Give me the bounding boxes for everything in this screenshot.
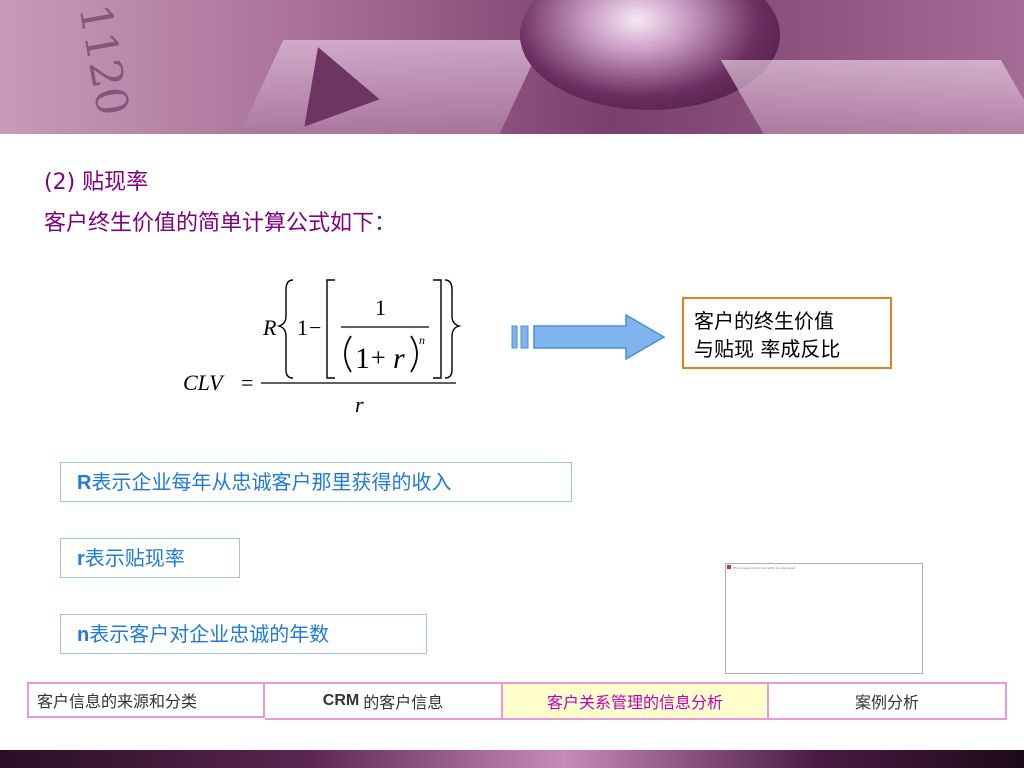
definition-text: 表示企业每年从忠诚客户那里获得的收入 [91,470,452,494]
nav-tab-crm-label: CRM [322,692,360,709]
conclusion-line-2: 与贴现 率成反比 [694,337,841,361]
nav-tab-info-analysis-active[interactable]: 客户关系管理的信息分析 [503,682,769,720]
conclusion-callout: 客户的终生价值 与贴现 率成反比 [682,297,892,369]
formula-equals: = [241,370,253,395]
banner-right-plate-graphic [720,60,1024,134]
nav-tab-case-study[interactable]: 案例分析 [769,682,1007,720]
formula-right-paren [410,335,418,373]
definition-n: n表示客户对企业忠诚的年数 [60,614,427,654]
formula-one: 1 [297,315,308,340]
formula-plus: + [371,343,386,372]
footer-banner-image [0,750,1024,768]
definition-symbol: R [77,472,92,494]
formula-minus: − [309,315,321,340]
broken-image-placeholder: This image cannot currently be displayed… [725,563,923,674]
formula-base-one: 1 [355,342,370,375]
definition-text: 表示客户对企业忠诚的年数 [89,622,330,646]
section-title: (2) 贴现率 [44,170,149,195]
formula-right-brace [444,279,462,379]
nav-tab-crm-rest: 的客户信息 [363,693,444,712]
formula-frac-num: 1 [375,295,386,320]
formula-R: R [262,315,277,340]
formula-left-paren [344,335,352,373]
clv-formula: R 1 − 1 1 + r n CLV = r [183,279,462,417]
formula-left-bracket [326,279,335,379]
definition-r: r表示贴现率 [60,538,240,578]
formula-denominator: r [355,392,364,417]
header-banner-image: 1120 [0,0,1024,134]
conclusion-line-1: 客户的终生价值 [694,309,834,333]
definition-symbol: n [77,624,90,646]
banner-digits-graphic: 1120 [68,0,139,120]
definition-symbol: r [77,548,85,570]
formula-lhs: CLV [183,370,225,395]
definition-text: 表示贴现率 [84,546,185,570]
formula-left-brace [276,279,294,379]
right-arrow-icon [511,314,666,360]
formula-intro: 客户终生价值的简单计算公式如下： [44,211,397,236]
nav-tab-info-sources[interactable]: 客户信息的来源和分类 [27,682,265,718]
formula-right-bracket [433,279,442,379]
formula-exponent-n: n [419,333,425,347]
broken-image-caption: This image cannot currently be displayed… [733,566,797,570]
broken-image-icon [727,565,731,569]
formula-r: r [393,342,405,375]
banner-plate-graphic [236,40,544,134]
definition-R: R表示企业每年从忠诚客户那里获得的收入 [60,462,572,502]
